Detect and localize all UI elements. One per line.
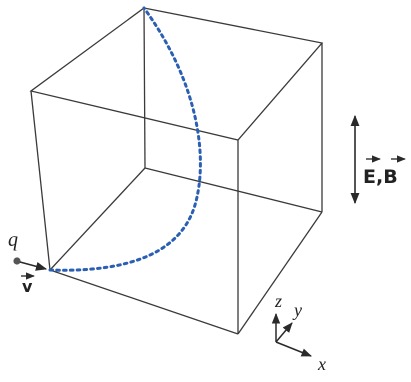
fields-label: E,B [363, 166, 398, 188]
axis-z-label: z [274, 291, 282, 311]
coordinate-axes [271, 312, 312, 357]
cube-visible-edges [29, 7, 324, 335]
axis-x-label: x [317, 354, 326, 374]
axis-x-arrow-icon [275, 341, 312, 357]
axis-y-label: y [292, 300, 302, 320]
velocity-label: v [22, 277, 33, 296]
back-bottom-right-edge [144, 167, 323, 213]
front-left-edge [30, 90, 51, 271]
particle-dot [13, 257, 21, 265]
particle-trajectory [48, 6, 202, 272]
charge-label: q [8, 229, 18, 251]
right-bottom-edge [237, 211, 323, 335]
axis-y-arrow-icon [275, 322, 293, 343]
cube-top-face [29, 7, 324, 141]
back-bottom-left-edge [49, 167, 146, 271]
cube-hidden-edges [49, 7, 323, 271]
back-vertical-edge [143, 7, 146, 169]
front-bottom-edge [49, 269, 239, 335]
velocity-arrow-icon [19, 261, 48, 271]
